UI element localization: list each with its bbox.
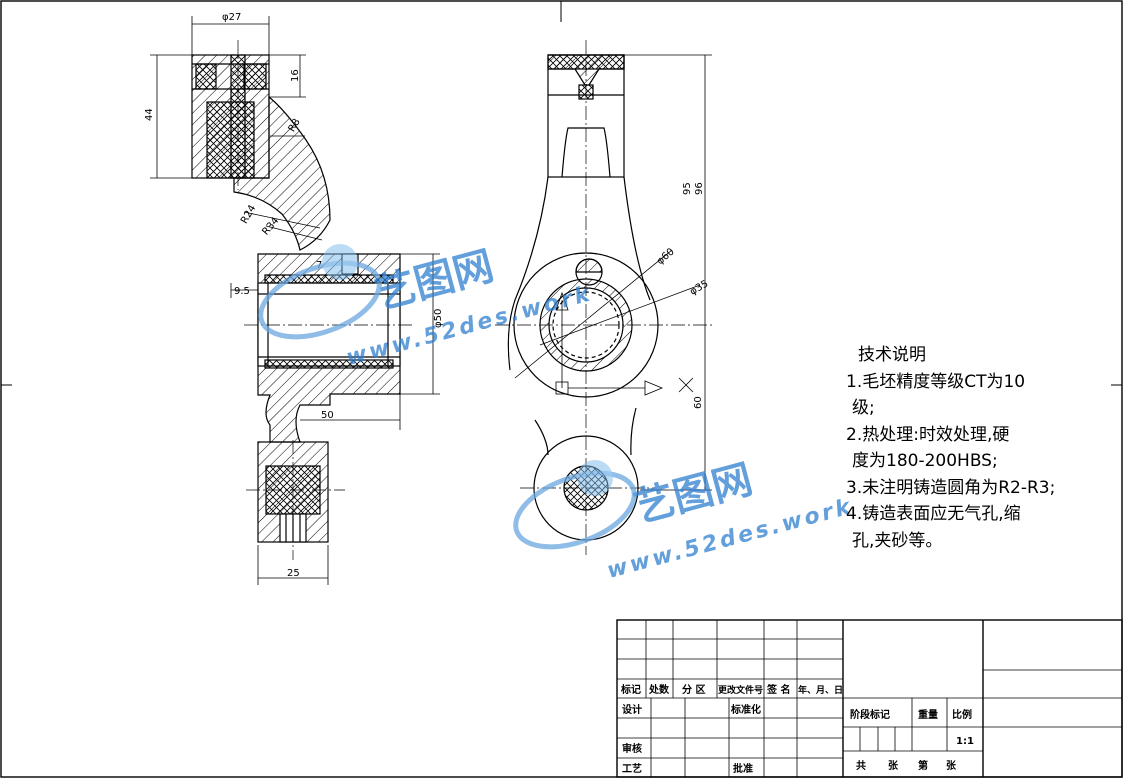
note-line: 2.热处理:时效处理,硬 <box>846 424 1010 445</box>
watermark-2: 艺图网 www.52des.work <box>513 456 856 584</box>
note-line: 1.毛坯精度等级CT为10 <box>846 371 1026 392</box>
tb-stage-mark: 阶段标记 <box>850 708 890 721</box>
section-dimension-lines <box>150 16 440 585</box>
title-block-text: 标记 处数 分 区 更改文件号 签 名 年、月、日 设计 标准化 审核 工艺 批… <box>620 683 974 775</box>
dim-d60: φ60 <box>655 246 677 267</box>
tb-total: 共 <box>856 759 866 772</box>
tb-standardize: 标准化 <box>730 703 761 716</box>
tb-mark: 标记 <box>620 683 641 696</box>
dim-d27: φ27 <box>222 12 241 23</box>
watermark-globe <box>322 244 358 280</box>
section-centerlines <box>237 40 415 560</box>
dim-16: 16 <box>290 69 301 82</box>
dim-60: 60 <box>693 396 704 409</box>
technical-notes: 技术说明 1.毛坯精度等级CT为10 级; 2.热处理:时效处理,硬 度为180… <box>846 342 1116 554</box>
centering-marks <box>1 1 1122 386</box>
title-block <box>616 619 1123 778</box>
tb-scale-value: 1:1 <box>956 736 974 747</box>
tb-process: 工艺 <box>622 762 642 775</box>
dim-d50: φ50 <box>433 309 444 328</box>
dim-96: 96 <box>694 182 705 195</box>
watermark-name: 艺图网 <box>630 456 758 531</box>
notes-title: 技术说明 <box>858 345 926 365</box>
dim-d35: φ35 <box>688 279 710 298</box>
note-line: 孔,夹砂等。 <box>852 530 943 551</box>
dim-44: 44 <box>144 108 155 121</box>
note-line: 4.铸造表面应无气孔,缩 <box>846 504 1021 524</box>
tb-review: 审核 <box>622 742 642 755</box>
tb-date: 年、月、日 <box>798 684 843 696</box>
tb-signature: 签 名 <box>766 683 790 696</box>
note-line: 度为180-200HBS; <box>852 451 998 471</box>
tb-sheet-no: 第 <box>918 759 928 772</box>
front-dimension-text: φ60 φ35 95 96 60 <box>655 182 711 409</box>
dim-r34: R34 <box>260 215 281 237</box>
tb-scale-label: 比例 <box>952 708 972 721</box>
tb-sheets1: 张 <box>888 759 899 772</box>
arm-outline <box>507 176 549 371</box>
dim-25: 25 <box>287 568 300 579</box>
tb-design: 设计 <box>622 703 642 716</box>
tb-sheets2: 张 <box>946 759 957 772</box>
tb-weight: 重量 <box>918 708 938 721</box>
tb-approve: 批准 <box>733 762 753 775</box>
arm-section <box>233 95 331 251</box>
note-line: 3.未注明铸造圆角为R2-R3; <box>846 477 1056 498</box>
tb-change-doc: 更改文件号 <box>718 684 763 696</box>
front-dimension-lines <box>514 54 712 491</box>
tb-count: 处数 <box>648 683 670 696</box>
note-line: 级; <box>852 398 875 418</box>
tb-zone: 分 区 <box>682 683 705 696</box>
dim-95: 95 <box>682 182 693 195</box>
dim-9-5: 9.5 <box>234 286 250 297</box>
dim-50: 50 <box>321 410 334 421</box>
